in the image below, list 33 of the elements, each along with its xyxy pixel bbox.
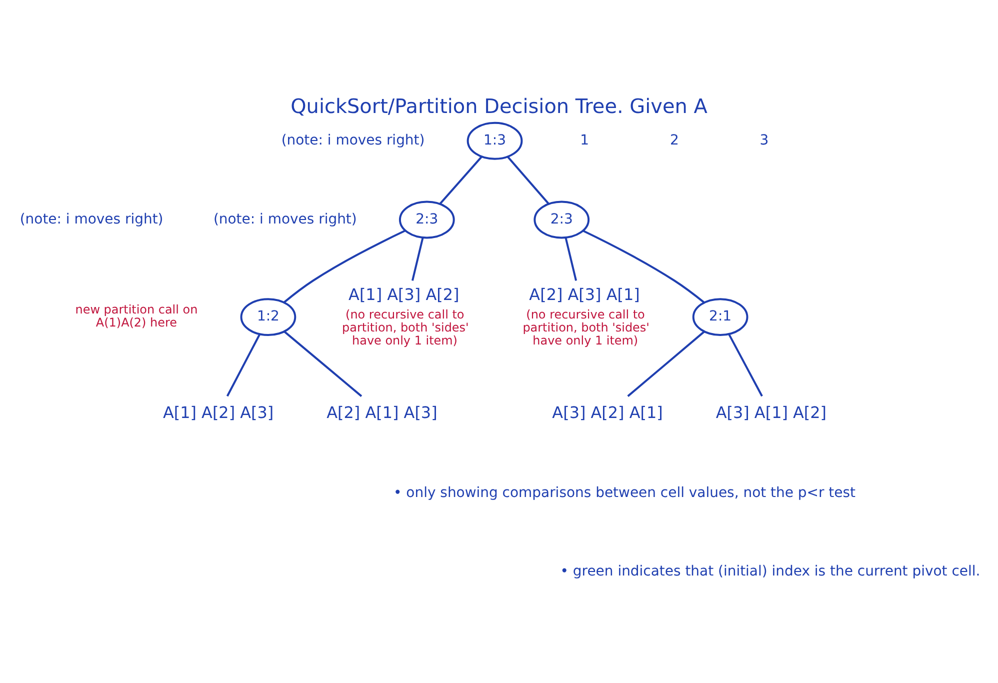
node-ellipse: 2:1 [692,298,748,336]
node-label: (no recursive call to partition, both 'sides' have only 1 item) [522,308,650,348]
connector [439,156,482,205]
label: 3 [760,132,769,149]
connector [284,330,362,397]
node-text: A[3] A[2] A[1] [552,403,663,422]
connector [582,230,705,304]
label: (note: i moves right) [213,211,357,228]
node-text: A[2] A[1] A[3] [326,403,438,422]
node-label: new partition call on A(1)A(2) here [75,302,198,330]
connector [412,238,424,281]
label: 2 [670,132,679,149]
connector [627,330,705,397]
label: (note: i moves right) [281,132,425,149]
diagram-title: QuickSort/Partition Decision Tree. Given A [290,94,708,118]
label: • only showing comparisons between cell values, not the p<r test [394,484,856,501]
node-ellipse: 2:3 [534,200,590,239]
node-ellipse: 1:3 [466,122,523,160]
connector [226,334,261,397]
node-ellipse: 2:3 [398,200,455,239]
node-label: (no recursive call to partition, both 'sides' have only 1 item) [342,308,469,348]
connector [728,334,763,397]
label: (note: i moves right) [20,211,164,228]
node-text: A[1] A[3] A[2] [348,284,460,304]
label: 1 [580,132,590,149]
node-text: A[3] A[1] A[2] [716,403,827,422]
label: • green indicates that (initial) index is the current pivot cell. [560,564,980,580]
connector [506,156,550,204]
connector [284,230,406,303]
node-text: A[1] A[2] A[3] [162,403,274,422]
node-text: A[2] A[3] A[1] [529,284,640,304]
connector [564,238,578,281]
node-ellipse: 1:2 [240,298,296,336]
